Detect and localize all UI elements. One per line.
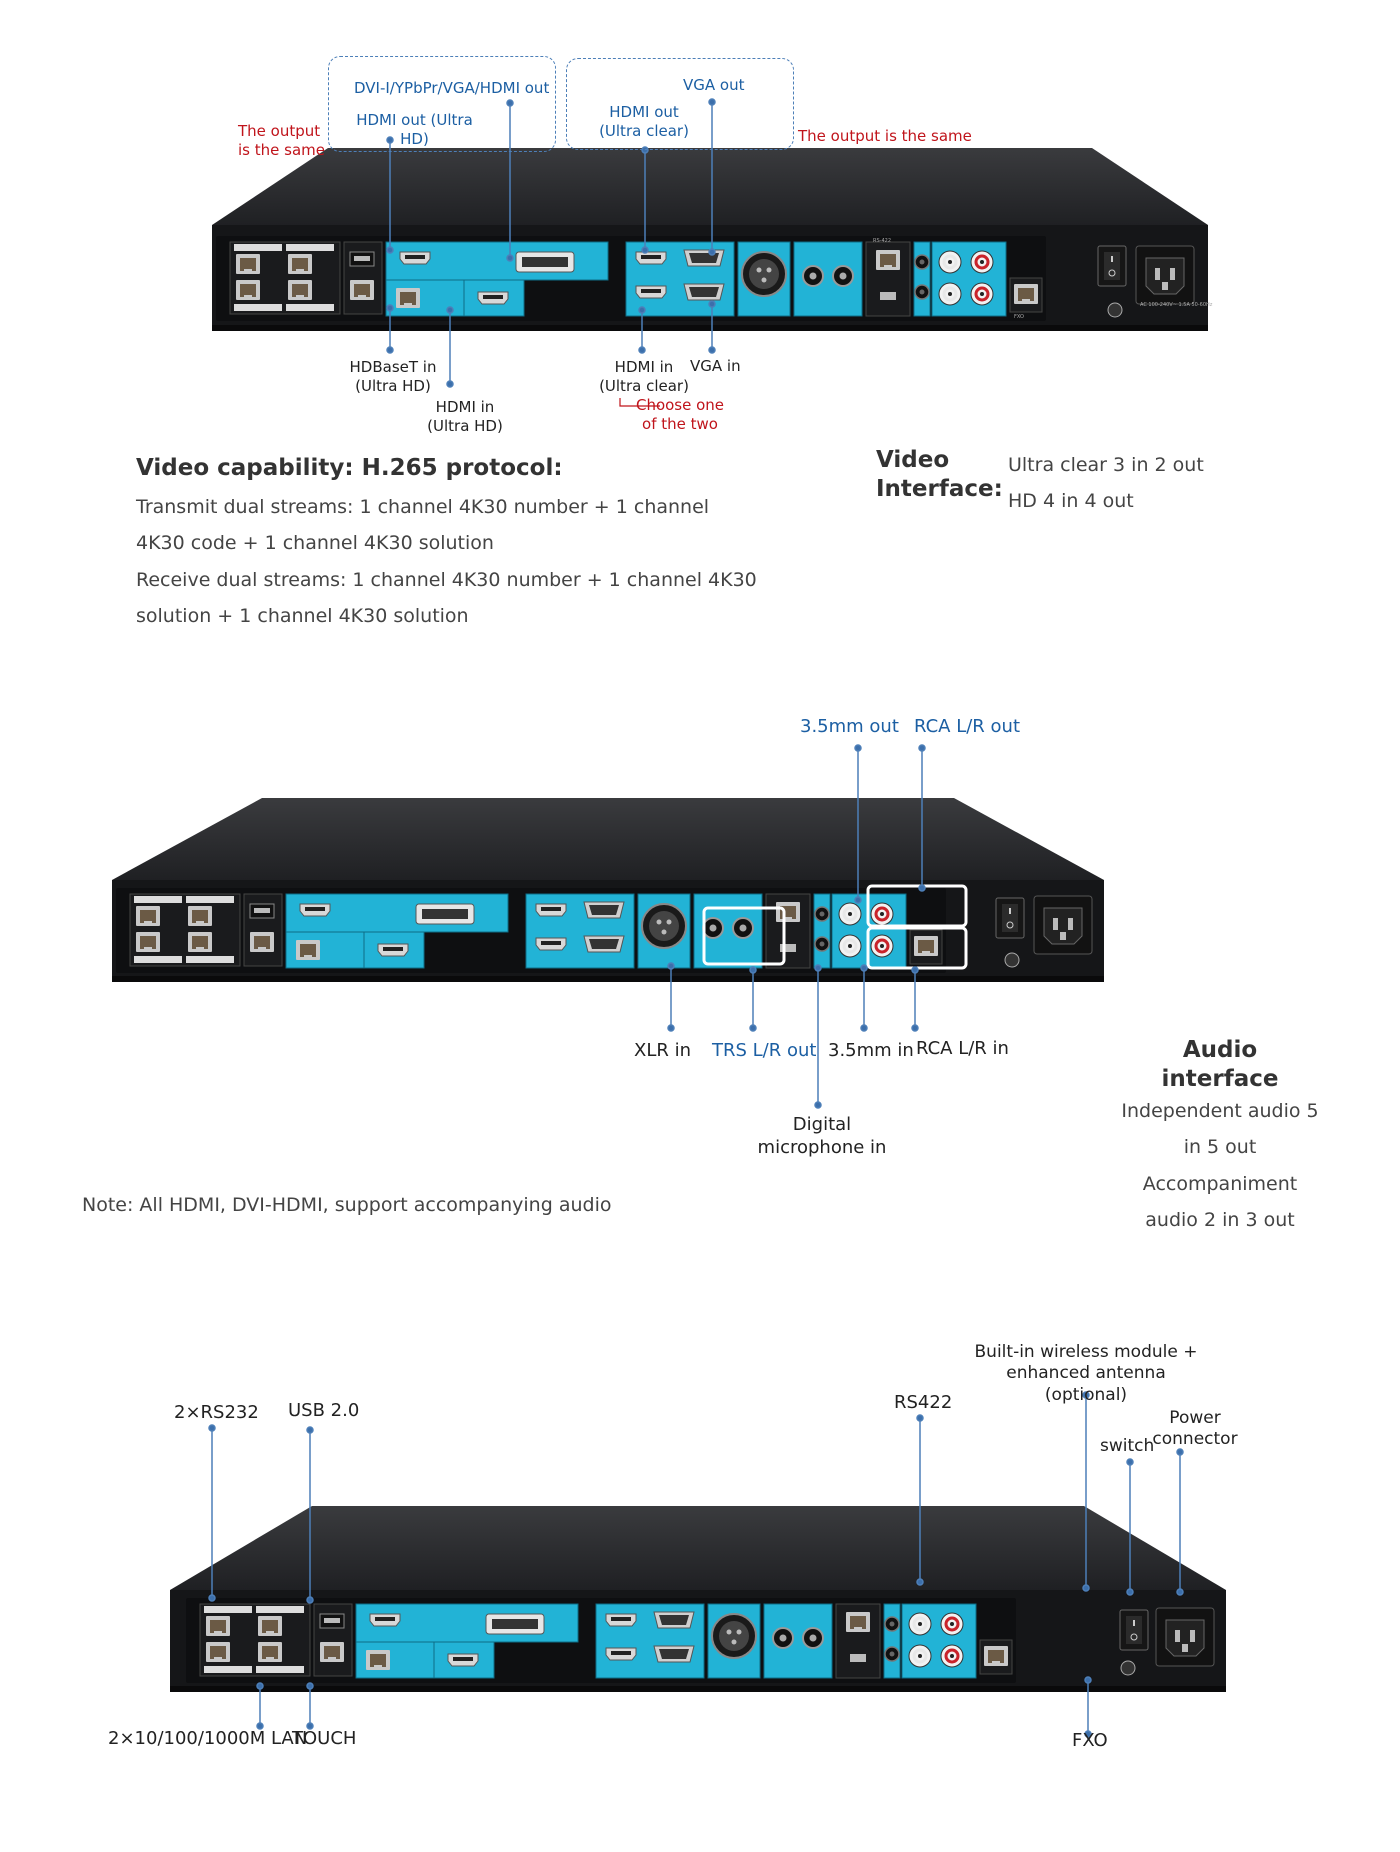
audio-interface-line-1: Independent audio 5 bbox=[1121, 1100, 1319, 1122]
label-hdmi-in-ultra-hd: HDMI in (Ultra HD) bbox=[427, 398, 503, 435]
device-3 bbox=[170, 1506, 1226, 1692]
video-interface-title: Video Interface: bbox=[876, 447, 1003, 502]
label-power-connector: Power connector bbox=[1152, 1408, 1238, 1450]
label-dvi-out: DVI-I/YPbPr/VGA/HDMI out bbox=[354, 79, 550, 97]
video-capability-title: Video capability: H.265 protocol: bbox=[136, 455, 563, 481]
label-rca-in: RCA L/R in bbox=[916, 1038, 1009, 1059]
label-hdbaset-in: HDBaseT in (Ultra HD) bbox=[349, 358, 437, 395]
label-usb: USB 2.0 bbox=[288, 1400, 360, 1421]
audio-interface-line-4: audio 2 in 3 out bbox=[1145, 1209, 1295, 1231]
label-touch: TOUCH bbox=[292, 1728, 357, 1749]
label-hdmi-out-ultra-hd: HDMI out (Ultra HD) bbox=[356, 111, 473, 148]
label-trs-out: TRS L/R out bbox=[712, 1040, 817, 1061]
video-capability-line-3: Receive dual streams: 1 channel 4K30 num… bbox=[136, 569, 757, 591]
callout-box-right bbox=[566, 58, 794, 150]
audio-interface-line-2: in 5 out bbox=[1183, 1136, 1257, 1158]
choose-one-bracket bbox=[619, 398, 660, 407]
silk-rating: AC 100-240V~ 1.5A 50-60Hz bbox=[1140, 302, 1213, 308]
video-interface-line-2: HD 4 in 4 out bbox=[1008, 490, 1134, 512]
silk-rs422: RS-422 bbox=[873, 238, 891, 244]
label-xlr-in: XLR in bbox=[634, 1040, 691, 1061]
callout-box-left bbox=[328, 56, 556, 152]
label-hdmi-out-ultra-clear: HDMI out (Ultra clear) bbox=[599, 103, 689, 140]
label-output-same-left: The output is the same bbox=[238, 122, 325, 159]
device-1 bbox=[212, 148, 1208, 331]
label-vga-out: VGA out bbox=[683, 76, 745, 94]
label-35mm-out: 3.5mm out bbox=[800, 716, 899, 737]
label-vga-in: VGA in bbox=[690, 357, 741, 375]
video-capability-line-2: 4K30 code + 1 channel 4K30 solution bbox=[136, 532, 494, 554]
label-choose-one: Choose one of the two bbox=[635, 396, 725, 433]
label-rs422: RS422 bbox=[894, 1392, 953, 1413]
audio-interface-line-3: Accompaniment bbox=[1142, 1173, 1298, 1195]
label-switch: switch bbox=[1100, 1436, 1155, 1456]
label-rs232: 2×RS232 bbox=[174, 1402, 259, 1423]
label-fxo: FXO bbox=[1072, 1730, 1108, 1751]
label-hdmi-in-ultra-clear: HDMI in (Ultra clear) bbox=[599, 358, 689, 395]
label-wireless: Built-in wireless module + enhanced ante… bbox=[974, 1342, 1198, 1405]
video-interface-line-1: Ultra clear 3 in 2 out bbox=[1008, 454, 1204, 476]
label-rca-out: RCA L/R out bbox=[914, 716, 1021, 737]
label-lan: 2×10/100/1000M LAN bbox=[108, 1728, 308, 1749]
label-output-same-right: The output is the same bbox=[798, 127, 972, 145]
silk-fxo: FXO bbox=[1014, 314, 1024, 320]
video-capability-line-4: solution + 1 channel 4K30 solution bbox=[136, 605, 469, 627]
device-2 bbox=[112, 798, 1104, 982]
note-hdmi-audio: Note: All HDMI, DVI-HDMI, support accomp… bbox=[82, 1194, 612, 1216]
video-capability-line-1: Transmit dual streams: 1 channel 4K30 nu… bbox=[136, 496, 710, 518]
audio-interface-title: Audio interface bbox=[1161, 1037, 1279, 1092]
label-35mm-in: 3.5mm in bbox=[828, 1040, 914, 1061]
label-digital-mic: Digital microphone in bbox=[757, 1114, 887, 1158]
leader-lines bbox=[208, 98, 1184, 1738]
